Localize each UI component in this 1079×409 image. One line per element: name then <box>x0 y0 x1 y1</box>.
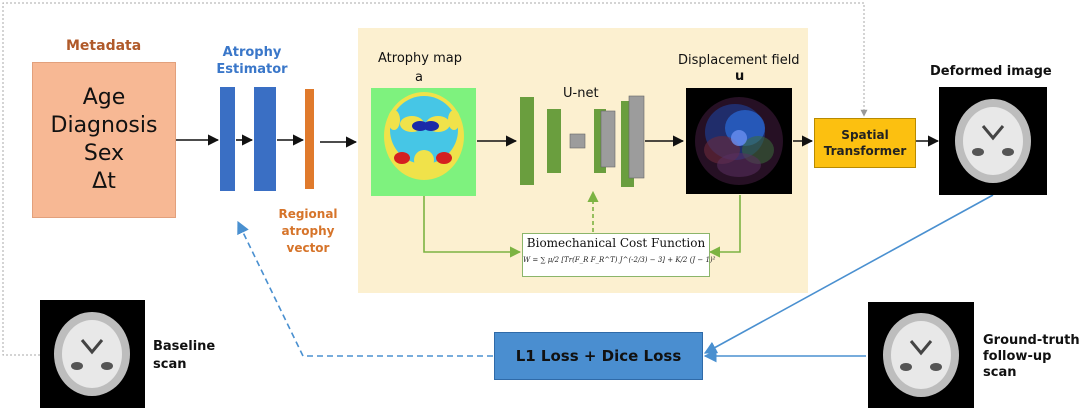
atrophy-map-symbol: a <box>415 70 423 85</box>
ground-truth-scan-image <box>868 302 974 408</box>
spatial-transformer-line1: Spatial <box>841 128 889 142</box>
ground-truth-line2: follow-up <box>983 349 1052 364</box>
spatial-transformer-line2: Transformer <box>823 144 907 158</box>
baseline-line2: scan <box>153 357 187 372</box>
metadata-box: Age Diagnosis Sex Δt <box>32 62 176 218</box>
unet-block-1 <box>520 97 534 185</box>
ground-truth-label: Ground-truth follow-up scan <box>983 333 1079 381</box>
unet-block-2 <box>547 109 561 173</box>
atrophy-estimator-line2: Estimator <box>216 62 288 77</box>
atrophy-map-image <box>371 88 476 196</box>
atrophy-map-label: Atrophy map <box>378 51 462 66</box>
baseline-scan-label: Baseline scan <box>153 338 215 374</box>
atrophy-estimator-line1: Atrophy <box>222 45 282 60</box>
regional-line1: Regional <box>278 207 338 221</box>
metadata-sex: Sex <box>83 141 125 166</box>
ground-truth-line1: Ground-truth <box>983 333 1079 348</box>
estimator-layer-2 <box>254 87 276 191</box>
unet-skip-3 <box>600 110 616 168</box>
biomechanical-cost-title: Biomechanical Cost Function <box>526 236 706 250</box>
ground-truth-line3: scan <box>983 365 1017 380</box>
biomechanical-cost-box: Biomechanical Cost Function W = ∑ μ/2 [T… <box>522 233 716 277</box>
spatial-transformer-box: Spatial Transformer <box>814 118 916 168</box>
baseline-line1: Baseline <box>153 339 216 354</box>
loss-box: L1 Loss + Dice Loss <box>494 332 703 380</box>
regional-line3: vector <box>286 241 330 255</box>
atrophy-estimator-title: Atrophy Estimator <box>212 44 292 78</box>
loss-to-estimator-dashed <box>237 220 493 357</box>
map-to-biomech-line <box>423 195 522 258</box>
unet-label: U-net <box>563 86 599 101</box>
displacement-field-symbol: u <box>735 69 745 84</box>
regional-line2: atrophy <box>281 224 335 238</box>
estimator-regional-vector <box>305 89 314 189</box>
metadata-delta-t: Δt <box>92 169 116 194</box>
displacement-field-image <box>686 88 792 194</box>
deformed-to-loss-line <box>703 194 994 354</box>
regional-atrophy-label: Regional atrophy vector <box>278 206 338 257</box>
metadata-age: Age <box>82 85 126 110</box>
deformed-image <box>939 87 1047 195</box>
metadata-diagnosis: Diagnosis <box>50 113 158 138</box>
biomechanical-cost-equation: W = ∑ μ/2 [Tr(F_R F_R^T) J^(-2/3) − 3] +… <box>523 256 716 264</box>
displacement-field-label: Displacement field <box>678 53 800 68</box>
deformed-image-label: Deformed image <box>930 64 1052 79</box>
metadata-title: Metadata <box>66 38 142 54</box>
unet-skip-4 <box>628 95 645 179</box>
baseline-scan-image <box>40 300 145 408</box>
displacement-to-biomech-line <box>708 195 741 258</box>
unet-bottleneck <box>569 133 586 149</box>
estimator-layer-1 <box>220 87 235 191</box>
baseline-to-transformer-dotted-line <box>2 2 868 356</box>
